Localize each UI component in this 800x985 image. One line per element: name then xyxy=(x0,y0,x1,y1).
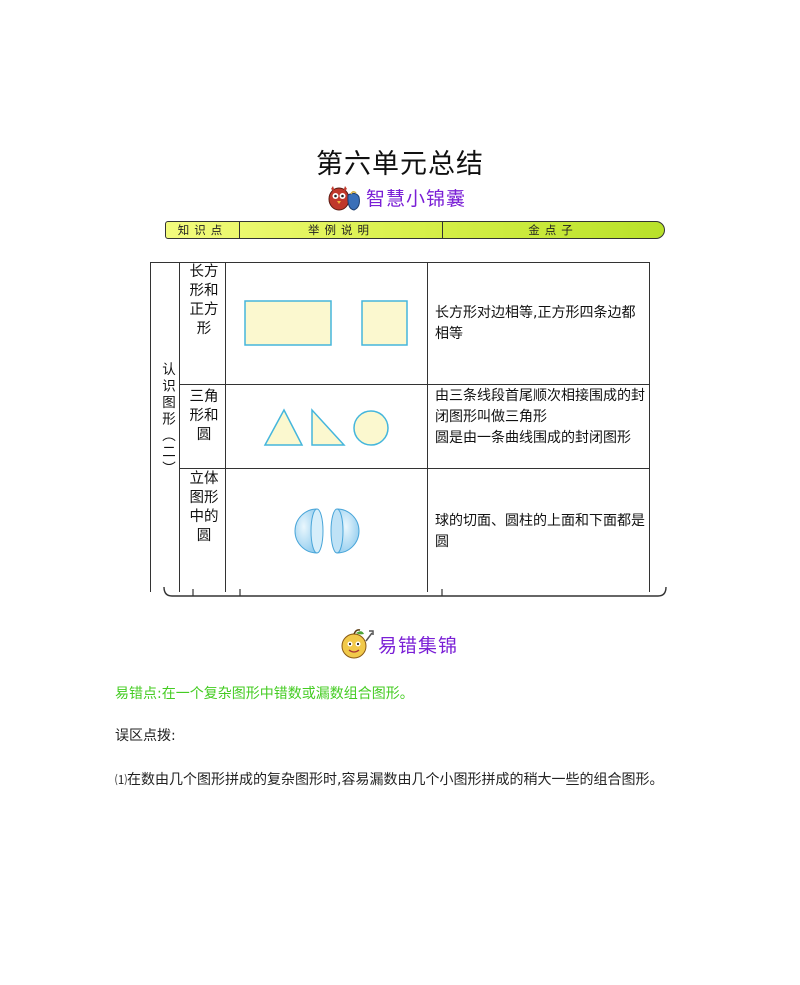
column-header-tips: 金点子 xyxy=(528,223,578,237)
tip-line-triangle: 由三条线段首尾顺次相接围成的封闭图形叫做三角形 xyxy=(435,388,645,425)
rectangle-square-illustration xyxy=(244,300,408,346)
misconception-title: 误区点拨: xyxy=(115,728,176,744)
section-heading-label: 易错集锦 xyxy=(378,634,459,657)
table-bottom-bracket xyxy=(163,586,667,597)
table-header-bar: 知识点 举例说明 金点子 xyxy=(165,221,665,239)
row-name-rectangle-square: 长方形和正方形 xyxy=(189,264,219,337)
misconception-item-1: ⑴在数由几个图形拼成的复杂图形时,容易漏数由几个小图形拼成的稍大一些的组合图形。 xyxy=(115,757,695,804)
wise-owl-bag-icon xyxy=(328,186,360,211)
row-tip-triangle-circle: 由三条线段首尾顺次相接围成的封闭图形叫做三角形 圆是由一条曲线围成的封闭图形 xyxy=(435,386,645,449)
item-number: ⑴ xyxy=(115,773,128,787)
tip-line-circle: 圆是由一条曲线围成的封闭图形 xyxy=(435,430,631,446)
table-row-divider-1 xyxy=(179,384,650,386)
table-divider-category xyxy=(179,262,181,592)
triangle-circle-illustration xyxy=(263,408,389,446)
table-divider-example xyxy=(427,262,429,592)
column-header-examples: 举例说明 xyxy=(240,222,443,238)
table-row-divider-2 xyxy=(179,468,650,470)
section-heading-errors: 易错集锦 xyxy=(338,627,458,661)
hemisphere-illustration xyxy=(294,508,360,554)
rectangle-shape xyxy=(244,300,332,346)
item-text: 在数由几个图形拼成的复杂图形时,容易漏数由几个小图形拼成的稍大一些的组合图形。 xyxy=(127,772,664,788)
error-point-text: 易错点:在一个复杂图形中错数或漏数组合图形。 xyxy=(115,686,414,702)
row-tip-rectangle-square: 长方形对边相等,正方形四条边都相等 xyxy=(435,305,636,342)
row-name-triangle-circle: 三角形和圆 xyxy=(189,389,219,443)
column-header-knowledge: 知识点 xyxy=(166,222,240,238)
row-name-solid-circle: 立体图形中的圆 xyxy=(189,471,219,544)
section-heading-wisdom: 智慧小锦囊 xyxy=(326,181,466,213)
table-border-right xyxy=(649,262,651,592)
equilateral-triangle-shape xyxy=(263,408,304,446)
category-label: 认识图形（二） xyxy=(159,362,175,478)
row-tip-solid-circle: 球的切面、圆柱的上面和下面都是圆 xyxy=(435,513,645,550)
table-border-top xyxy=(150,262,650,264)
table-border-left xyxy=(150,262,152,592)
apple-character-icon xyxy=(341,629,374,659)
table-divider-name xyxy=(225,262,227,592)
square-shape xyxy=(361,300,408,346)
section-heading-label: 智慧小锦囊 xyxy=(366,187,467,210)
circle-shape xyxy=(353,410,389,446)
page-title: 第六单元总结 xyxy=(316,149,484,180)
right-triangle-shape xyxy=(311,408,346,446)
